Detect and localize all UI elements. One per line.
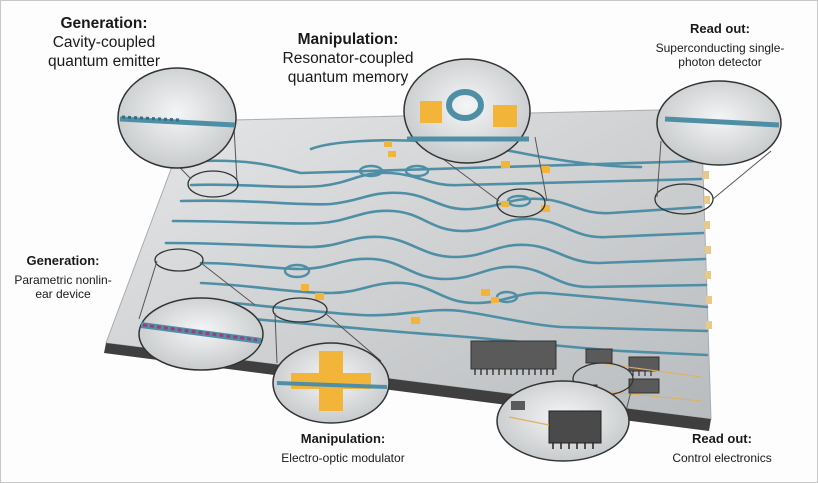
label-line: Control electronics <box>672 450 772 465</box>
edge-contacts <box>703 171 712 329</box>
callout-resonator-memory <box>403 58 548 218</box>
waveguide-network <box>164 138 709 357</box>
label-title: Generation: <box>60 15 148 32</box>
electronic-chip-large <box>470 340 557 375</box>
label-readout-detector: Read out: Superconducting single- photon… <box>641 21 799 70</box>
electrode-pads <box>301 141 550 324</box>
label-title: Manipulation: <box>297 31 399 48</box>
electronic-chip-small-1 <box>585 348 613 364</box>
label-generation-parametric: Generation: Parametric nonlin- ear devic… <box>7 253 119 302</box>
label-line: quantum emitter <box>48 52 160 70</box>
label-generation-emitter: Generation: Cavity-coupled quantum emitt… <box>29 15 179 72</box>
label-manipulation-modulator: Manipulation: Electro-optic modulator <box>263 431 423 465</box>
label-title: Read out: <box>690 21 750 36</box>
callout-cavity-emitter <box>117 67 239 198</box>
callout-eo-modulator <box>272 297 390 424</box>
label-title: Generation: <box>26 253 100 268</box>
label-line: Electro-optic modulator <box>281 450 405 465</box>
label-manipulation-memory: Manipulation: Resonator-coupled quantum … <box>273 31 423 88</box>
label-line: Resonator-coupled <box>282 49 414 67</box>
callout-photon-detector <box>654 80 782 215</box>
label-line: Superconducting single- <box>655 40 785 55</box>
label-readout-electronics: Read out: Control electronics <box>657 431 787 465</box>
label-title: Read out: <box>692 431 752 446</box>
callout-control-electronics <box>496 362 634 462</box>
electronic-chip-small-3 <box>628 378 660 394</box>
electronic-chip-small-2 <box>628 356 660 376</box>
label-title: Manipulation: <box>300 431 386 446</box>
label-line: ear device <box>35 287 91 302</box>
label-line: quantum memory <box>287 68 409 86</box>
callout-parametric-device <box>138 248 264 371</box>
label-line: photon detector <box>678 55 762 70</box>
label-line: Parametric nonlin- <box>14 272 112 287</box>
label-line: Cavity-coupled <box>52 33 156 51</box>
